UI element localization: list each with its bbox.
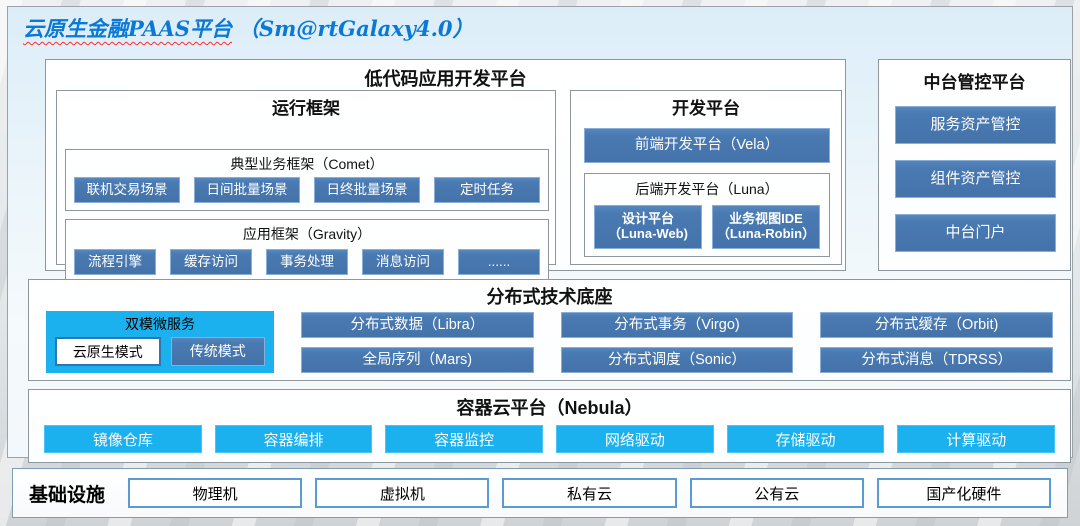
distributed-base-title: 分布式技术底座 (486, 287, 613, 307)
dual-mode-microservice-box: 双模微服务 云原生模式 传统模式 (46, 311, 274, 373)
comet-item-online-trading: 联机交易场景 (74, 177, 180, 203)
container-cloud-items-row: 镜像仓库 容器编排 容器监控 网络驱动 存储驱动 计算驱动 (44, 425, 1056, 453)
comet-framework-label: 典型业务框架（Comet） (230, 156, 384, 172)
container-cloud-box: 容器云平台（Nebula） 镜像仓库 容器编排 容器监控 网络驱动 存储驱动 计… (28, 389, 1071, 463)
component-asset-control: 组件资产管控 (895, 160, 1056, 198)
traditional-mode: 传统模式 (170, 337, 265, 366)
distributed-scheduling-sonic: 分布式调度（Sonic） (560, 347, 794, 373)
distributed-cache-orbit: 分布式缓存（Orbit) (820, 312, 1054, 338)
backend-dev-platform-luna-label: 后端开发平台（Luna） (635, 181, 779, 197)
network-driver: 网络驱动 (556, 425, 714, 453)
runtime-framework-title: 运行框架 (272, 99, 340, 118)
compute-driver: 计算驱动 (897, 425, 1056, 453)
midplatform-control-box: 中台管控平台 服务资产管控 组件资产管控 中台门户 (878, 59, 1071, 271)
gravity-item-message-access: 消息访问 (362, 249, 444, 275)
main-panel: 云原生金融PAAS平台（Sm@rtGalaxy4.0） 低代码应用开发平台 运行… (7, 6, 1073, 463)
page-title: 云原生金融PAAS平台（Sm@rtGalaxy4.0） (23, 13, 474, 43)
container-orchestration: 容器编排 (214, 425, 373, 453)
runtime-framework-box: 运行框架 典型业务框架（Comet） 联机交易场景 日间批量场景 日终批量场景 … (56, 90, 556, 283)
distributed-transaction-virgo: 分布式事务（Virgo) (560, 312, 794, 338)
dev-platform-box: 开发平台 前端开发平台（Vela） 后端开发平台（Luna） 设计平台 （Lun… (570, 90, 842, 265)
dual-mode-microservice-label: 双模微服务 (125, 316, 195, 332)
luna-web-line1: 设计平台 (621, 211, 674, 227)
comet-item-daytime-batch: 日间批量场景 (194, 177, 300, 203)
container-monitoring: 容器监控 (385, 425, 544, 453)
luna-web-design-platform: 设计平台 （Luna-Web) (594, 205, 702, 249)
storage-driver: 存储驱动 (726, 425, 885, 453)
dev-platform-title: 开发平台 (672, 99, 740, 118)
frontend-dev-platform-vela: 前端开发平台（Vela） (584, 128, 830, 163)
dual-mode-inner-row: 云原生模式 传统模式 (47, 334, 273, 366)
gravity-framework-label: 应用框架（Gravity） (242, 226, 372, 242)
page-title-version: （Sm@rtGalaxy4.0） (238, 16, 474, 41)
comet-item-scheduled-task: 定时任务 (434, 177, 540, 203)
service-asset-control: 服务资产管控 (895, 106, 1056, 144)
infrastructure-title: 基础设施 (29, 484, 106, 506)
infra-physical-machine: 物理机 (128, 478, 303, 508)
backend-dev-platform-luna-box: 后端开发平台（Luna） 设计平台 （Luna-Web) 业务视图IDE （Lu… (584, 173, 830, 257)
distributed-base-box: 分布式技术底座 双模微服务 云原生模式 传统模式 分布式数据（Libra） 全局… (28, 279, 1071, 381)
gravity-item-cache-access: 缓存访问 (170, 249, 252, 275)
gravity-item-more: ...... (458, 249, 540, 275)
comet-item-eod-batch: 日终批量场景 (314, 177, 420, 203)
page-title-main: 云原生金融PAAS平台 (23, 16, 233, 41)
comet-framework-box: 典型业务框架（Comet） 联机交易场景 日间批量场景 日终批量场景 定时任务 (65, 149, 549, 211)
lowcode-platform-title: 低代码应用开发平台 (364, 69, 527, 89)
infrastructure-box: 基础设施 物理机 虚拟机 私有云 公有云 国产化硬件 (12, 468, 1068, 518)
global-sequence-mars: 全局序列（Mars) (301, 347, 534, 373)
luna-robin-business-view-ide: 业务视图IDE （Luna-Robin） (712, 205, 820, 249)
infra-public-cloud: 公有云 (689, 478, 864, 508)
cloud-native-mode: 云原生模式 (55, 337, 161, 366)
distributed-column-3: 分布式缓存（Orbit) 分布式消息（TDRSS） (820, 312, 1054, 373)
distributed-data-libra: 分布式数据（Libra） (301, 312, 534, 338)
lowcode-platform-box: 低代码应用开发平台 运行框架 典型业务框架（Comet） 联机交易场景 日间批量… (45, 59, 846, 283)
gravity-items-row: 流程引擎 缓存访问 事务处理 消息访问 ...... (74, 249, 540, 275)
container-cloud-title: 容器云平台（Nebula） (456, 398, 643, 418)
gravity-item-transaction: 事务处理 (266, 249, 348, 275)
midplatform-control-title: 中台管控平台 (923, 73, 1026, 92)
infra-private-cloud: 私有云 (502, 478, 677, 508)
comet-items-row: 联机交易场景 日间批量场景 日终批量场景 定时任务 (74, 177, 540, 203)
luna-robin-line1: 业务视图IDE (729, 211, 803, 227)
midplatform-portal: 中台门户 (895, 214, 1056, 252)
luna-robin-line2: （Luna-Robin） (716, 226, 816, 241)
infra-virtual-machine: 虚拟机 (315, 478, 490, 508)
luna-items-row: 设计平台 （Luna-Web) 业务视图IDE （Luna-Robin） (594, 205, 820, 249)
image-repository: 镜像仓库 (44, 425, 202, 453)
distributed-content-row: 双模微服务 云原生模式 传统模式 分布式数据（Libra） 全局序列（Mars)… (46, 311, 1054, 373)
distributed-message-tdrss: 分布式消息（TDRSS） (820, 347, 1054, 373)
infra-domestic-hardware: 国产化硬件 (876, 478, 1052, 508)
luna-web-line2: （Luna-Web) (608, 226, 688, 241)
gravity-item-process-engine: 流程引擎 (74, 249, 156, 275)
distributed-column-1: 分布式数据（Libra） 全局序列（Mars) (301, 312, 534, 373)
gravity-framework-box: 应用框架（Gravity） 流程引擎 缓存访问 事务处理 消息访问 ...... (65, 219, 549, 283)
distributed-column-2: 分布式事务（Virgo) 分布式调度（Sonic） (560, 312, 794, 373)
